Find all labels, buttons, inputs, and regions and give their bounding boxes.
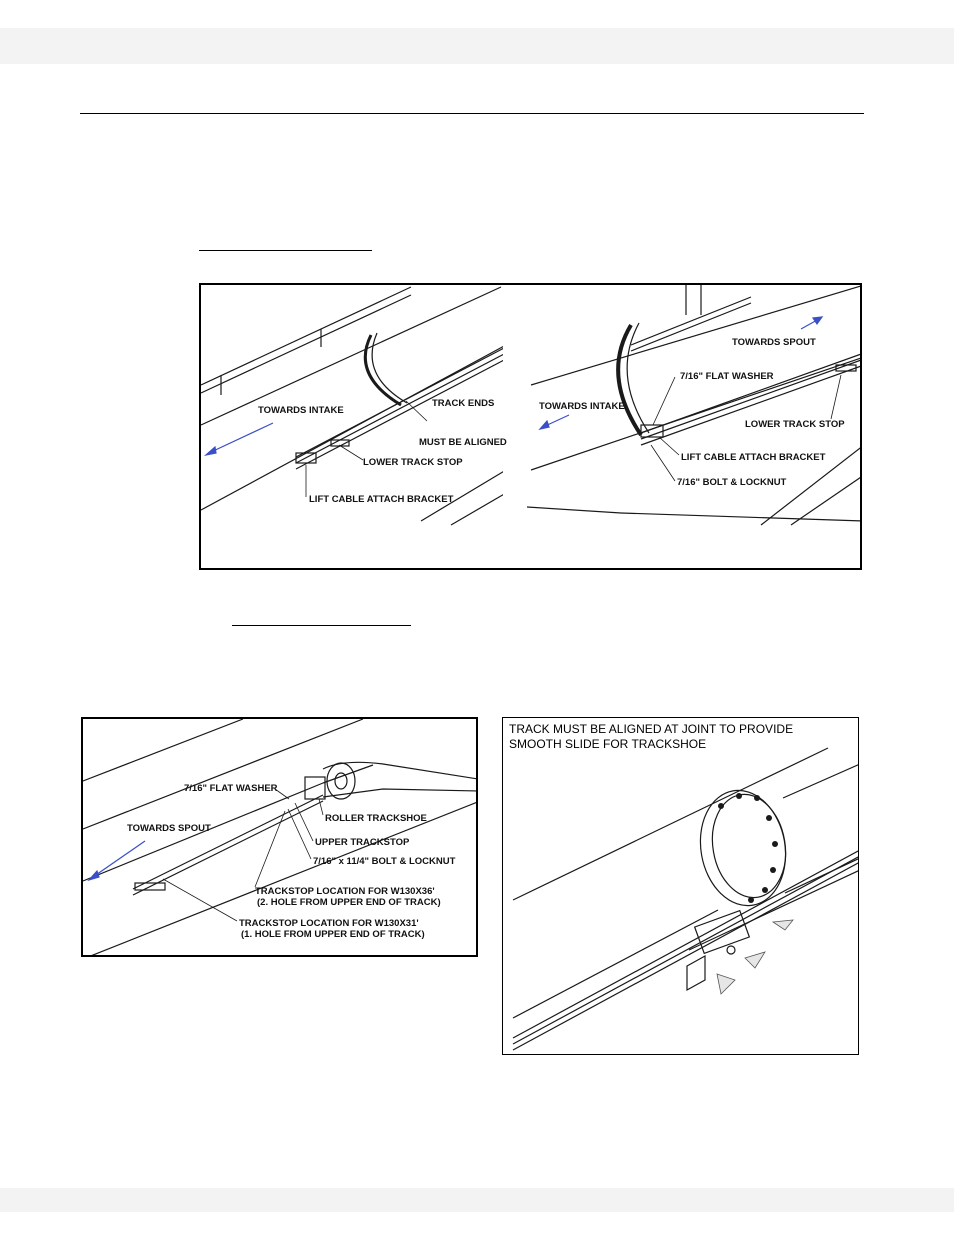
flat-washer-label-fig2: 7/16" FLAT WASHER: [184, 783, 278, 794]
upper-trackstop-label: UPPER TRACKSTOP: [315, 837, 410, 848]
figure-1-drawing: TOWARDS INTAKE TRACK ENDS MUST BE ALIGNE…: [201, 285, 860, 568]
lower-track-stop-label-left: LOWER TRACK STOP: [363, 457, 463, 468]
trackstop-w130x36-label: TRACKSTOP LOCATION FOR W130X36': [255, 886, 435, 897]
heading-underline-1: [199, 250, 372, 251]
roller-trackshoe-label: ROLLER TRACKSHOE: [325, 813, 427, 824]
figure-track-joint-alignment: TRACK MUST BE ALIGNED AT JOINT TO PROVID…: [502, 717, 859, 1055]
alignment-arrow-2: [744, 951, 766, 969]
bolt-locknut-label-fig2: 7/16" x 11/4" BOLT & LOCKNUT: [313, 856, 456, 867]
alignment-arrow-3: [716, 973, 736, 995]
flat-washer-label-right: 7/16" FLAT WASHER: [680, 371, 774, 382]
bolt-locknut-label-right: 7/16" BOLT & LOCKNUT: [677, 477, 787, 488]
lower-track-stop-label-right: LOWER TRACK STOP: [745, 419, 845, 430]
lift-cable-bracket-label-right: LIFT CABLE ATTACH BRACKET: [681, 452, 826, 463]
trackstop-w130x31-note: (1. HOLE FROM UPPER END OF TRACK): [241, 929, 425, 940]
towards-spout-label-fig2: TOWARDS SPOUT: [127, 823, 211, 834]
heading-underline-2: [232, 625, 411, 626]
joint-caption: TRACK MUST BE ALIGNED AT JOINT TO PROVID…: [509, 722, 793, 752]
towards-intake-label-left: TOWARDS INTAKE: [258, 405, 344, 416]
towards-intake-label-right: TOWARDS INTAKE: [539, 401, 625, 412]
header-band: [0, 28, 954, 64]
track-ends-label-1: TRACK ENDS: [432, 398, 494, 409]
footer-band: [0, 1188, 954, 1212]
joint-caption-line-2: SMOOTH SLIDE FOR TRACKSHOE: [509, 737, 707, 751]
figure-lower-track-stop: TOWARDS INTAKE TRACK ENDS MUST BE ALIGNE…: [199, 283, 862, 570]
joint-caption-line-1: TRACK MUST BE ALIGNED AT JOINT TO PROVID…: [509, 722, 794, 736]
towards-spout-label-right: TOWARDS SPOUT: [732, 337, 816, 348]
figure-2-right-drawing: [512, 747, 858, 1051]
track-ends-label-2: MUST BE ALIGNED: [419, 437, 507, 448]
figure-2-left-drawing: 7/16" FLAT WASHER ROLLER TRACKSHOE TOWAR…: [83, 719, 476, 955]
trackstop-w130x36-note: (2. HOLE FROM UPPER END OF TRACK): [257, 897, 441, 908]
figure-upper-trackstop: 7/16" FLAT WASHER ROLLER TRACKSHOE TOWAR…: [81, 717, 478, 957]
trackstop-w130x31-label: TRACKSTOP LOCATION FOR W130X31': [239, 918, 419, 929]
alignment-arrow-1: [771, 919, 794, 931]
header-rule: [80, 113, 864, 114]
lift-cable-bracket-label-left: LIFT CABLE ATTACH BRACKET: [309, 494, 454, 505]
